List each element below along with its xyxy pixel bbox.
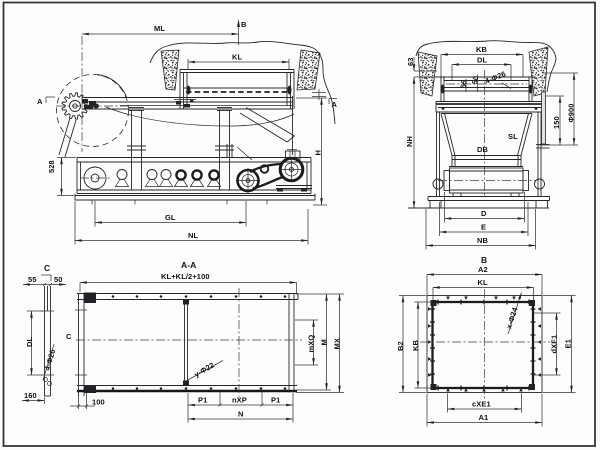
svg-text:SL: SL	[508, 132, 518, 141]
svg-text:KB: KB	[476, 45, 488, 54]
svg-text:KB: KB	[411, 339, 420, 351]
svg-text:50: 50	[470, 75, 480, 85]
svg-text:A: A	[332, 100, 338, 109]
svg-text:KL: KL	[478, 278, 489, 287]
svg-text:160: 160	[24, 391, 37, 400]
svg-text:dXF1: dXF1	[550, 335, 559, 354]
svg-text:Φ900: Φ900	[567, 103, 576, 122]
svg-text:NB: NB	[477, 236, 489, 245]
svg-text:KL+KL/2+100: KL+KL/2+100	[161, 272, 210, 281]
svg-text:NL: NL	[188, 231, 199, 240]
svg-text:DL: DL	[477, 56, 488, 65]
svg-text:mXQ: mXQ	[307, 335, 316, 353]
svg-text:A2: A2	[478, 265, 488, 274]
svg-text:MX: MX	[333, 338, 342, 349]
svg-text:C: C	[66, 332, 72, 341]
svg-text:100: 100	[92, 398, 105, 407]
svg-text:DB: DB	[477, 145, 489, 154]
svg-text:ML: ML	[154, 24, 165, 33]
svg-text:E1: E1	[564, 339, 573, 348]
svg-text:cXE1: cXE1	[472, 400, 491, 409]
svg-text:DL: DL	[25, 336, 34, 347]
svg-text:KL: KL	[232, 53, 243, 62]
svg-text:63: 63	[406, 57, 415, 66]
svg-text:55: 55	[28, 275, 37, 284]
svg-text:NH: NH	[405, 136, 414, 147]
svg-text:P1: P1	[198, 396, 207, 405]
svg-text:D: D	[481, 209, 487, 218]
svg-text:B: B	[481, 255, 487, 265]
svg-text:E: E	[481, 223, 486, 232]
svg-text:150: 150	[552, 116, 561, 129]
svg-text:B: B	[241, 20, 247, 29]
svg-text:A-A: A-A	[181, 260, 196, 270]
svg-text:P1: P1	[271, 396, 280, 405]
svg-text:50: 50	[54, 275, 63, 284]
svg-text:N: N	[238, 410, 244, 419]
svg-text:H: H	[314, 150, 323, 156]
svg-text:M: M	[320, 339, 329, 345]
svg-text:B2: B2	[396, 341, 405, 351]
svg-text:C: C	[44, 263, 50, 273]
svg-text:528: 528	[47, 160, 56, 173]
svg-text:A1: A1	[479, 413, 489, 422]
svg-text:GL: GL	[165, 213, 176, 222]
svg-text:A: A	[37, 97, 43, 106]
svg-text:nXP: nXP	[232, 396, 247, 405]
